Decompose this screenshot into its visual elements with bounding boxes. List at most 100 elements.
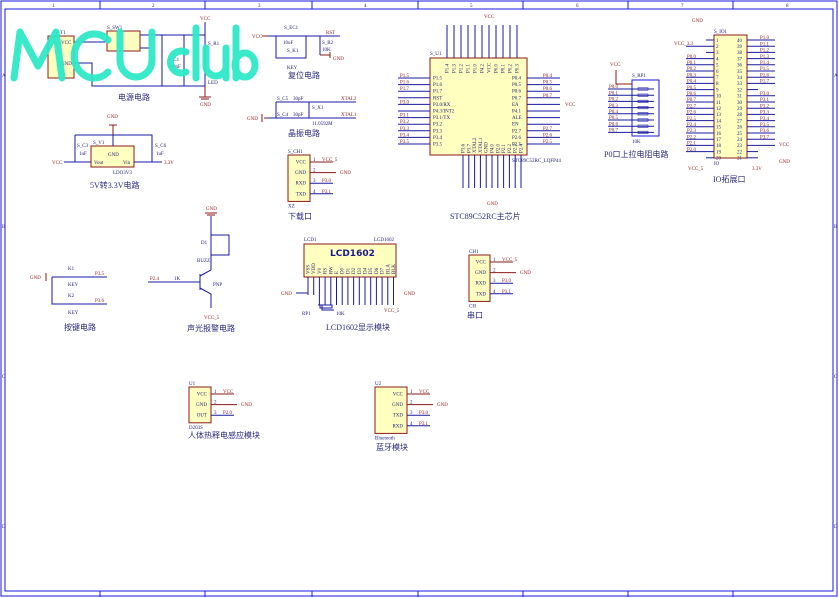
net-label: P2.2 xyxy=(687,135,697,140)
net-label: P2.7 xyxy=(687,104,697,109)
lcd-title: LCD1602 xyxy=(330,249,375,259)
vcc5-label: VCC_5 xyxy=(688,167,704,172)
net-label: P1.6 xyxy=(400,81,410,86)
column-label: 4 xyxy=(364,4,367,9)
pin-number: 12 xyxy=(716,107,722,112)
buzzer-circuit: GND D1 BUZZ 1K PNP P2.4 VCC_5 声光报警电路 xyxy=(148,207,235,333)
gnd-label: GND xyxy=(333,57,344,62)
pin-gnd: GND xyxy=(108,153,119,158)
pin-number: 5 xyxy=(716,64,719,69)
pir-module-caption: 人体热释电感应模块 xyxy=(188,430,260,440)
pin-number: 2 xyxy=(214,401,217,406)
pin-label: P2.1 xyxy=(502,143,507,153)
mcu-ref: S_U1 xyxy=(430,52,442,57)
ec-label: S_EC1 xyxy=(284,26,299,31)
pin-label: XTAL2 xyxy=(473,137,478,153)
pin-number: 1 xyxy=(493,258,496,263)
pin-label: P1.4 xyxy=(446,63,451,73)
lcd-pin-label: RS xyxy=(324,268,329,274)
row-label: B xyxy=(834,225,838,230)
part-label: Bluetooth xyxy=(375,436,395,441)
led-label: LED xyxy=(208,81,218,86)
lcd-pin-label: VSS xyxy=(307,265,312,274)
lcd-box xyxy=(303,243,397,278)
column-label: 1 xyxy=(52,4,55,9)
pin-label: P1.2 xyxy=(460,63,465,73)
crystal-caption: 晶振电路 xyxy=(288,128,320,138)
v33-label: 3.3V xyxy=(164,161,174,166)
net-label: P0.1 xyxy=(609,91,619,96)
rp1-ref: S_RP1 xyxy=(632,74,646,79)
net-label: P1.7 xyxy=(400,87,410,92)
net-label: P0.2 xyxy=(687,67,697,72)
key-caption: 按键电路 xyxy=(64,322,96,332)
net-label: P1.3 xyxy=(760,55,770,60)
ldo-ref: S_V1 xyxy=(93,141,105,146)
pin-label: VCC xyxy=(476,261,487,266)
lcd-pin-label: RW xyxy=(329,266,334,274)
pin-label: P3.6 xyxy=(462,143,467,153)
pin-label: P2.6 xyxy=(512,136,522,141)
pin-number: 21 xyxy=(737,157,743,162)
c6-value: 1uF xyxy=(156,152,164,157)
net-p24: P2.4 xyxy=(150,277,160,282)
net-label: P3.0 xyxy=(502,279,512,284)
pin-number: 3 xyxy=(410,411,413,416)
ldo-circuit: S_V1 Vout Vin GND LDO3V3 S_C3 S_C6 1uF 1… xyxy=(52,115,174,190)
pin-number: 2 xyxy=(410,401,413,406)
net-label: P3.3 xyxy=(760,111,770,116)
net-label: P3.4 xyxy=(760,117,770,122)
pin-label: P1.1 xyxy=(467,63,472,73)
pin-number: 33 xyxy=(737,82,743,87)
xtal2-net: XTAL2 xyxy=(341,97,357,102)
net-label: P1.0 xyxy=(760,36,770,41)
q-label: PNP xyxy=(213,283,222,288)
c3-value: 1uF xyxy=(79,152,87,157)
rst-net: RST xyxy=(326,31,335,36)
net-label: P0.6 xyxy=(543,87,553,92)
io-part: IO xyxy=(714,162,720,167)
net-label: P0.5 xyxy=(687,86,697,91)
column-label: 7 xyxy=(681,4,684,9)
lcd-pin-label: VDD xyxy=(312,263,317,274)
lcd-pin-label: D5 xyxy=(369,267,374,274)
pin-number: 9 xyxy=(716,88,719,93)
net-label: P3.5 xyxy=(400,140,410,145)
ref-label: CH1 xyxy=(469,250,479,255)
net-label: P1.5 xyxy=(760,67,770,72)
column-label: 8 xyxy=(786,4,789,9)
pin-label: P3.0/RX xyxy=(433,103,451,108)
net-label: P1.1 xyxy=(760,42,770,47)
pin-number: 4 xyxy=(716,57,719,62)
net-label: P3.6 xyxy=(760,129,770,134)
net-label: P0.0 xyxy=(687,55,697,60)
net-label: P1.4 xyxy=(760,61,770,66)
vcc-label: VCC xyxy=(200,17,211,22)
pin-label: P4.2 xyxy=(481,63,486,73)
pin-number: 22 xyxy=(737,150,743,155)
pullup-resistor-network: S_RP110KVCCP0.0P0.1P0.2P0.3P0.4P0.5P0.6P… xyxy=(604,63,668,159)
pin-number: 3 xyxy=(493,279,496,284)
column-label: 3 xyxy=(258,4,261,9)
part-label: D203S xyxy=(189,426,203,431)
pin-label: EA xyxy=(512,103,519,108)
download-port-box xyxy=(287,154,311,202)
net-label: P0.3 xyxy=(687,73,697,78)
pin-number: 16 xyxy=(716,132,722,137)
bluetooth-module-box xyxy=(374,386,408,434)
pin-gnd: GND xyxy=(61,62,72,67)
pin-number: 38 xyxy=(737,51,743,56)
pin-label: GND xyxy=(196,403,207,408)
vcc-label: VCC xyxy=(484,15,495,20)
net-label: P0.7 xyxy=(687,98,697,103)
net-label: P3.1 xyxy=(322,190,332,195)
pin-label: TXD xyxy=(296,192,307,197)
pin-label: RXD xyxy=(392,424,403,429)
pin-number: 26 xyxy=(737,126,743,131)
ldo-caption: 5V转3.3V电路 xyxy=(90,180,140,190)
part-label: CH xyxy=(469,304,476,309)
net-label: P2.6 xyxy=(543,133,553,138)
